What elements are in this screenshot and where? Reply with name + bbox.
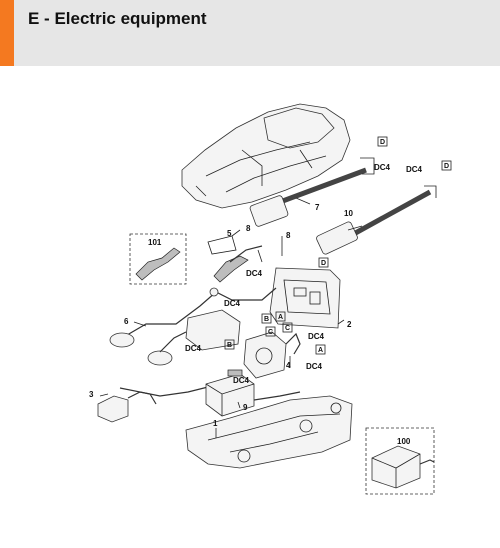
label-8b: 8 — [286, 231, 291, 240]
ref-box-a1: A — [275, 311, 286, 322]
dc4-label-3: DC4 — [246, 269, 263, 278]
section-header — [0, 0, 500, 66]
ref-box-d2: D — [441, 160, 452, 171]
leader-lines — [99, 197, 363, 438]
label-7: 7 — [315, 203, 320, 212]
orange-accent-bar — [0, 0, 14, 66]
label-9: 9 — [243, 403, 248, 412]
svg-text:D: D — [444, 163, 449, 170]
svg-text:B: B — [264, 316, 269, 323]
ribbon-cable-7 — [249, 157, 375, 227]
label-5: 5 — [227, 229, 232, 238]
label-1: 1 — [213, 419, 218, 428]
svg-text:D: D — [380, 139, 385, 146]
exploded-parts-diagram: 7 10 101 5 8 8 2 6 3 9 4 1 100 DC4 DC4 D… — [89, 103, 452, 495]
ref-box-c2: C — [265, 326, 276, 337]
svg-text:B: B — [227, 342, 232, 349]
label-101: 101 — [148, 238, 162, 247]
label-6: 6 — [124, 317, 129, 326]
ref-box-d1: D — [377, 136, 388, 147]
ref-box-a2: A — [315, 344, 326, 355]
svg-text:C: C — [268, 329, 273, 336]
label-3: 3 — [89, 390, 94, 399]
ref-box-b1: B — [261, 313, 272, 324]
ref-box-c1: C — [282, 322, 293, 333]
part-101-box — [129, 233, 187, 285]
dc4-label-4: DC4 — [224, 299, 241, 308]
ref-box-d3: D — [318, 257, 329, 268]
part-100-box — [365, 427, 435, 495]
svg-text:D: D — [321, 260, 326, 267]
upper-housing — [181, 103, 351, 209]
dc4-label-2: DC4 — [406, 165, 423, 174]
bottom-chassis — [185, 391, 353, 469]
wiring-harness-6 — [109, 287, 277, 366]
dc4-label-8: DC4 — [233, 376, 250, 385]
ref-box-b2: B — [224, 339, 235, 350]
label-2: 2 — [347, 320, 352, 329]
label-4: 4 — [286, 361, 291, 370]
control-board — [269, 267, 341, 329]
ribbon-cable-10 — [316, 185, 437, 255]
charging-contacts-3 — [97, 385, 213, 423]
dc4-label-5: DC4 — [185, 344, 202, 353]
dc4-label-7: DC4 — [306, 362, 323, 371]
section-title: E - Electric equipment — [28, 9, 207, 28]
label-100: 100 — [397, 437, 411, 446]
dc4-label-1: DC4 — [374, 163, 391, 172]
svg-text:A: A — [318, 347, 323, 354]
svg-text:A: A — [278, 314, 283, 321]
part-5-harness — [207, 235, 263, 283]
label-8a: 8 — [246, 224, 251, 233]
dc4-label-6: DC4 — [308, 332, 325, 341]
battery-9 — [205, 369, 255, 417]
svg-text:C: C — [285, 325, 290, 332]
label-10: 10 — [344, 209, 353, 218]
